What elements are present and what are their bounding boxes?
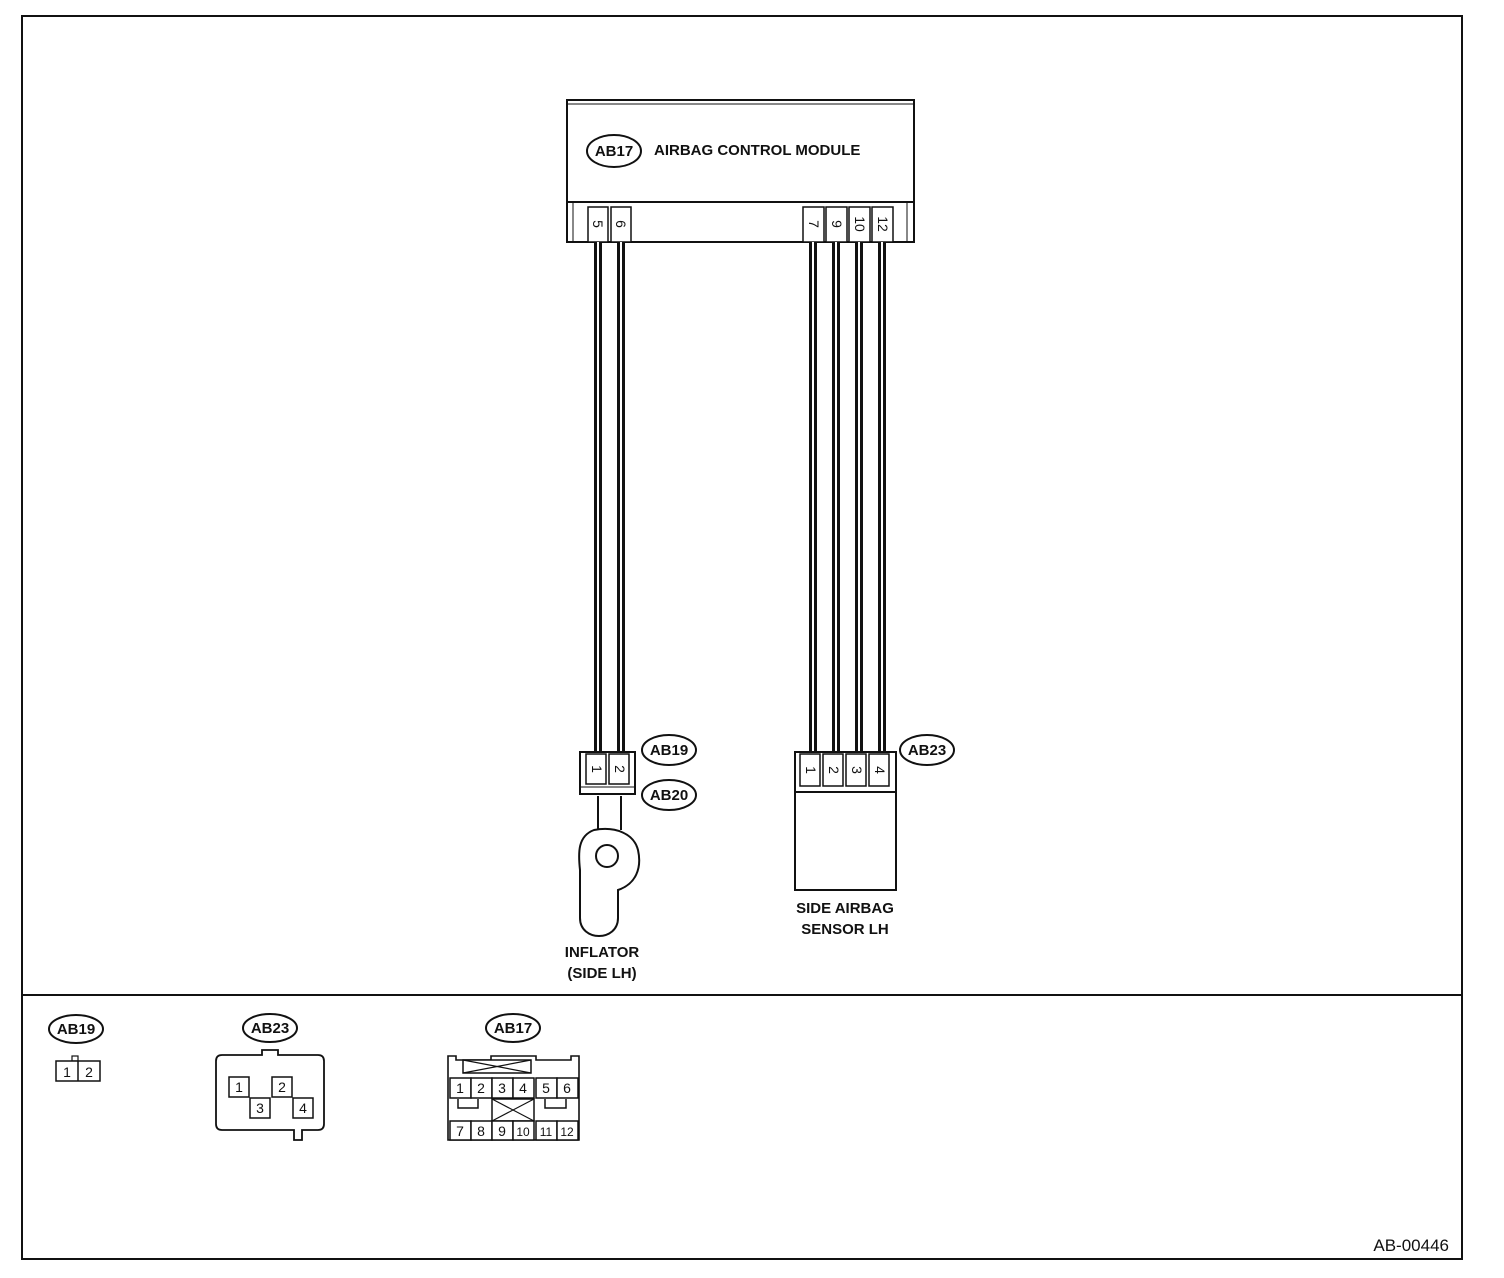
wire-harness-sensor [809, 242, 886, 752]
connector-view-ab17-pin-2: 2 [477, 1080, 485, 1096]
inflator-mount-hole [595, 844, 619, 868]
connector-view-ab19: AB19 1 2 [48, 1014, 104, 1082]
inflator-label-line2: (SIDE LH) [567, 965, 636, 982]
inflator-body: INFLATOR (SIDE LH) [565, 796, 641, 982]
connector-view-ab17: AB17 1 2 3 [447, 1013, 580, 1141]
module-title: AIRBAG CONTROL MODULE [654, 142, 860, 159]
sensor-pin-3: 3 [849, 766, 865, 774]
connector-view-ab23-tag-text: AB23 [251, 1020, 289, 1037]
connector-view-ab17-pin-6: 6 [563, 1080, 571, 1096]
module-terminal-5: 5 [590, 220, 606, 228]
ab17-row1-cells [449, 1077, 579, 1099]
sensor-body [794, 791, 897, 891]
inflator-connector: 1 2 AB19 AB20 [579, 734, 697, 811]
connector-view-ab19-tag [48, 1014, 104, 1044]
connector-view-ab17-pin-4: 4 [519, 1080, 527, 1096]
connector-tag-ab23 [899, 734, 955, 766]
connector-tag-ab23-text: AB23 [908, 742, 946, 759]
connector-tag-ab17 [586, 134, 642, 168]
connector-view-ab17-pin-10: 10 [516, 1125, 530, 1139]
connector-view-ab17-pin-3: 3 [498, 1080, 506, 1096]
sensor-label-line1: SIDE AIRBAG [796, 900, 894, 917]
connector-view-ab17-pin-9: 9 [498, 1123, 506, 1139]
connector-view-ab23-pin-2: 2 [278, 1079, 286, 1095]
sensor-pin-2: 2 [826, 766, 842, 774]
connector-view-ab19-tag-text: AB19 [57, 1021, 95, 1038]
module-terminal-group-left: 5 6 [587, 206, 632, 243]
connector-tag-ab20 [641, 779, 697, 811]
connector-tag-ab19-text: AB19 [650, 742, 688, 759]
module-terminal-6: 6 [613, 220, 629, 228]
inflator-label-line1: INFLATOR [565, 944, 640, 961]
connector-view-ab17-pin-7: 7 [456, 1123, 464, 1139]
connector-view-ab17-pin-1: 1 [456, 1080, 464, 1096]
connector-view-ab23-pin-1: 1 [235, 1079, 243, 1095]
outer-frame [21, 15, 1463, 1260]
connector-view-ab17-tag-text: AB17 [494, 1020, 532, 1037]
connector-view-ab17-pin-11: 11 [540, 1125, 553, 1139]
wire-harness-inflator [594, 242, 625, 752]
module-terminal-9: 9 [829, 220, 845, 228]
connector-view-ab19-pin-1: 1 [63, 1064, 71, 1080]
connector-view-ab23-pin-3: 3 [256, 1100, 264, 1116]
connector-view-ab23: AB23 1 2 3 4 [215, 1013, 325, 1141]
connector-tag-ab17-text: AB17 [595, 143, 633, 160]
connector-tag-ab19 [641, 734, 697, 766]
sensor-pin-1: 1 [803, 766, 819, 774]
connector-view-ab19-pin-2: 2 [85, 1064, 93, 1080]
sensor-label-line2: SENSOR LH [801, 921, 889, 938]
connector-view-ab17-pin-8: 8 [477, 1123, 485, 1139]
connector-view-ab17-pin-5: 5 [542, 1080, 550, 1096]
connector-view-ab23-tag [242, 1013, 298, 1043]
inflator-pin-2: 2 [612, 765, 628, 773]
connector-tag-ab20-text: AB20 [650, 787, 688, 804]
sensor-pin-4: 4 [872, 766, 888, 774]
connector-view-ab23-pin-4: 4 [299, 1100, 307, 1116]
inflator-pin-1: 1 [589, 765, 605, 773]
module-terminal-7: 7 [806, 220, 822, 228]
module-terminal-12: 12 [875, 216, 891, 232]
side-airbag-sensor: 1 2 3 4 AB23 SIDE AIRBAG SENSOR LH [794, 734, 955, 938]
module-terminal-10: 10 [852, 216, 868, 232]
figure-code: AB-00446 [1373, 1236, 1449, 1255]
connector-view-ab17-tag [485, 1013, 541, 1043]
connector-view-ab17-pin-12: 12 [560, 1125, 574, 1139]
ab17-row2-cells [449, 1120, 579, 1141]
